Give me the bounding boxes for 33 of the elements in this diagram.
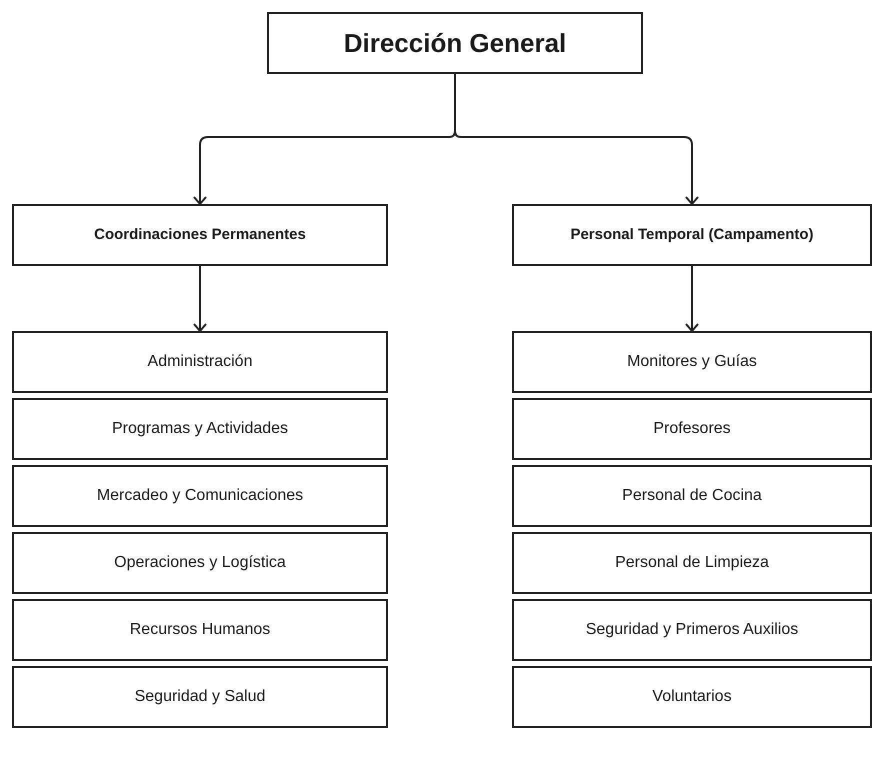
box-label: Personal de Limpieza (615, 553, 769, 573)
box-label: Voluntarios (652, 687, 732, 707)
org-box (12, 666, 388, 728)
org-box (267, 12, 643, 74)
box-label: Seguridad y Primeros Auxilios (586, 620, 798, 640)
box-label: Monitores y Guías (627, 352, 757, 372)
box-label: Administración (148, 352, 252, 372)
org-box (512, 204, 872, 266)
org-box (12, 465, 388, 527)
org-box (512, 666, 872, 728)
arrow (193, 266, 207, 332)
arrow (685, 266, 699, 332)
box-label: Personal de Cocina (622, 486, 762, 506)
org-box (12, 204, 388, 266)
box-label: Seguridad y Salud (134, 687, 266, 707)
box-label: Personal Temporal (Campamento) (570, 224, 814, 245)
box-label: Programas y Actividades (112, 419, 288, 439)
org-box (12, 331, 388, 393)
box-label: Mercadeo y Comunicaciones (96, 486, 304, 506)
org-box (512, 398, 872, 460)
org-box (12, 398, 388, 460)
org-box (512, 532, 872, 594)
org-box (512, 465, 872, 527)
org-box (12, 532, 388, 594)
box-label: Profesores (653, 419, 731, 439)
org-box (512, 331, 872, 393)
box-label: Coordinaciones Permanentes (94, 224, 306, 245)
box-label: Recursos Humanos (130, 620, 270, 640)
arrow (454, 74, 699, 205)
org-box (512, 599, 872, 661)
box-label: Dirección General (344, 26, 566, 60)
org-box (12, 599, 388, 661)
box-label: Operaciones y Logística (114, 553, 286, 573)
